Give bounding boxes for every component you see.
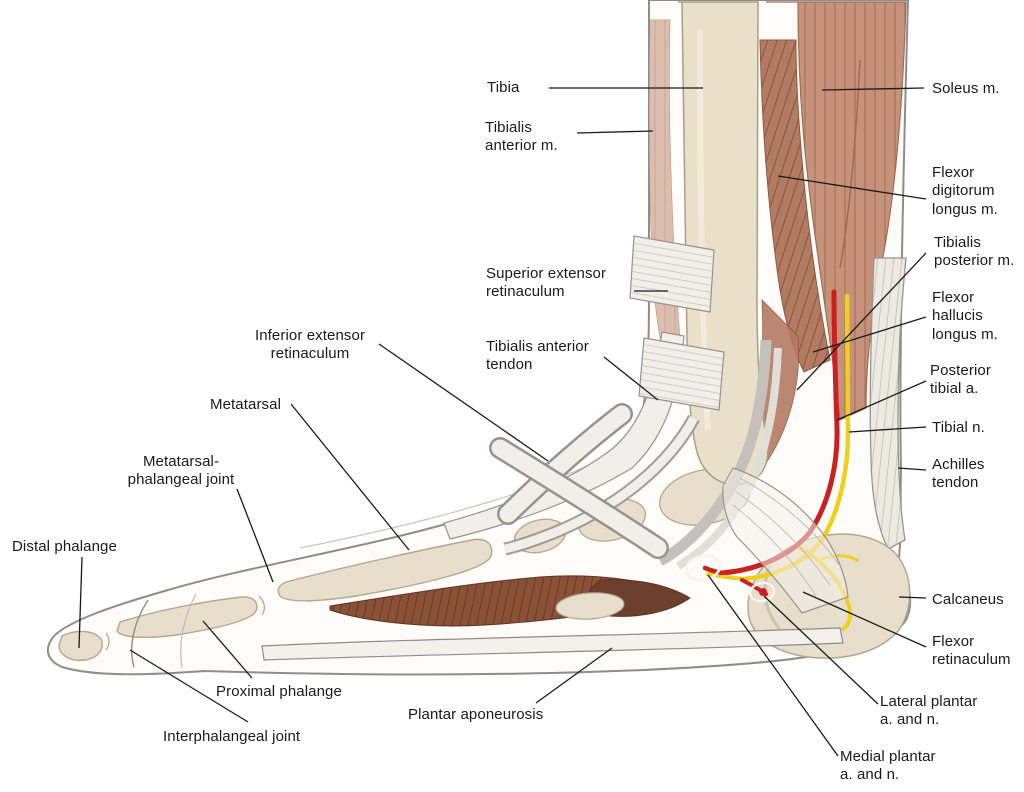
superior-extensor-retinaculum-band <box>629 235 725 411</box>
inferior-extensor-retinaculum-band <box>489 403 669 559</box>
distal-phalange-bone <box>58 630 103 662</box>
label-calcaneus: Calcaneus <box>932 591 1004 608</box>
extensor-tendon-band <box>503 414 700 556</box>
label-distal-phalange: Distal phalange <box>12 538 117 555</box>
leader-flexor-retinaculum <box>802 591 927 648</box>
leader-interphalangeal-joint <box>129 649 249 723</box>
label-inferior-extensor-retinaculum: Inferior extensor retinaculum <box>254 327 366 363</box>
plantar-aponeurosis-band <box>261 627 844 661</box>
label-flexor-retinaculum: Flexor retinaculum <box>932 633 1011 669</box>
metatarsal-bone <box>277 538 493 602</box>
label-tibia: Tibia <box>487 79 520 96</box>
leader-achilles-tendon <box>897 467 927 471</box>
leader-lateral-plantar <box>763 595 879 705</box>
leader-calcaneus <box>898 596 927 599</box>
label-medial-plantar-a-n: Medial plantar a. and n. <box>840 748 936 784</box>
label-flexor-digitorum-longus-m: Flexor digitorum longus m. <box>932 164 998 218</box>
lateral-plantar-marker <box>748 581 776 603</box>
leader-proximal-phalange <box>202 620 253 679</box>
label-lateral-plantar-a-n: Lateral plantar a. and n. <box>880 693 978 729</box>
leader-flexor-hallucis-longus-m <box>812 316 927 353</box>
leader-metatarsal-phalangeal-joint <box>236 488 274 583</box>
label-superior-extensor-retinaculum: Superior extensor retinaculum <box>486 265 607 301</box>
label-tibialis-posterior-m: Tibialis posterior m. <box>934 234 1015 270</box>
label-proximal-phalange: Proximal phalange <box>216 683 342 700</box>
achilles-tendon <box>869 257 907 550</box>
leader-metatarsal <box>290 403 410 551</box>
leader-posterior-tibial-a <box>836 380 927 421</box>
label-tibialis-anterior-tendon: Tibialis anterior tendon <box>486 338 589 374</box>
label-achilles-tendon: Achilles tendon <box>932 456 985 492</box>
flexor-retinaculum-band <box>722 467 849 614</box>
label-tibial-n: Tibial n. <box>932 419 985 436</box>
label-interphalangeal-joint: Interphalangeal joint <box>163 728 301 745</box>
label-metatarsal: Metatarsal <box>210 396 282 413</box>
label-metatarsal-phalangeal-joint: Metatarsal-phalangeal joint <box>127 453 235 489</box>
leader-tibialis-anterior-tendon <box>603 356 659 401</box>
plantar-muscles <box>329 575 691 627</box>
leader-lines <box>78 87 927 757</box>
toe-contours <box>131 593 197 669</box>
leader-plantar-aponeurosis <box>535 647 613 704</box>
leader-tibialis-posterior-m <box>796 252 927 391</box>
flexor-digitorum-longus-muscle <box>759 39 831 373</box>
medial-plantar-marker <box>684 554 722 582</box>
leader-tibial-n <box>848 426 927 433</box>
joint-gaps <box>105 595 266 651</box>
leader-distal-phalange <box>78 556 83 649</box>
lateral-plantar-vessels <box>740 578 768 596</box>
label-tibialis-anterior-m: Tibialis anterior m. <box>485 119 558 155</box>
leader-tibialis-anterior-m <box>576 130 654 134</box>
label-flexor-hallucis-longus-m: Flexor hallucis longus m. <box>932 289 998 343</box>
leader-soleus-m <box>821 87 925 91</box>
label-posterior-tibial-a: Posterior tibial a. <box>930 362 991 398</box>
leader-inferior-extensor-retinaculum <box>378 343 549 462</box>
leader-medial-plantar <box>707 574 839 757</box>
label-plantar-aponeurosis: Plantar aponeurosis <box>408 706 544 723</box>
leader-flexor-digitorum-longus-m <box>777 175 927 200</box>
label-soleus-m: Soleus m. <box>932 80 1000 97</box>
